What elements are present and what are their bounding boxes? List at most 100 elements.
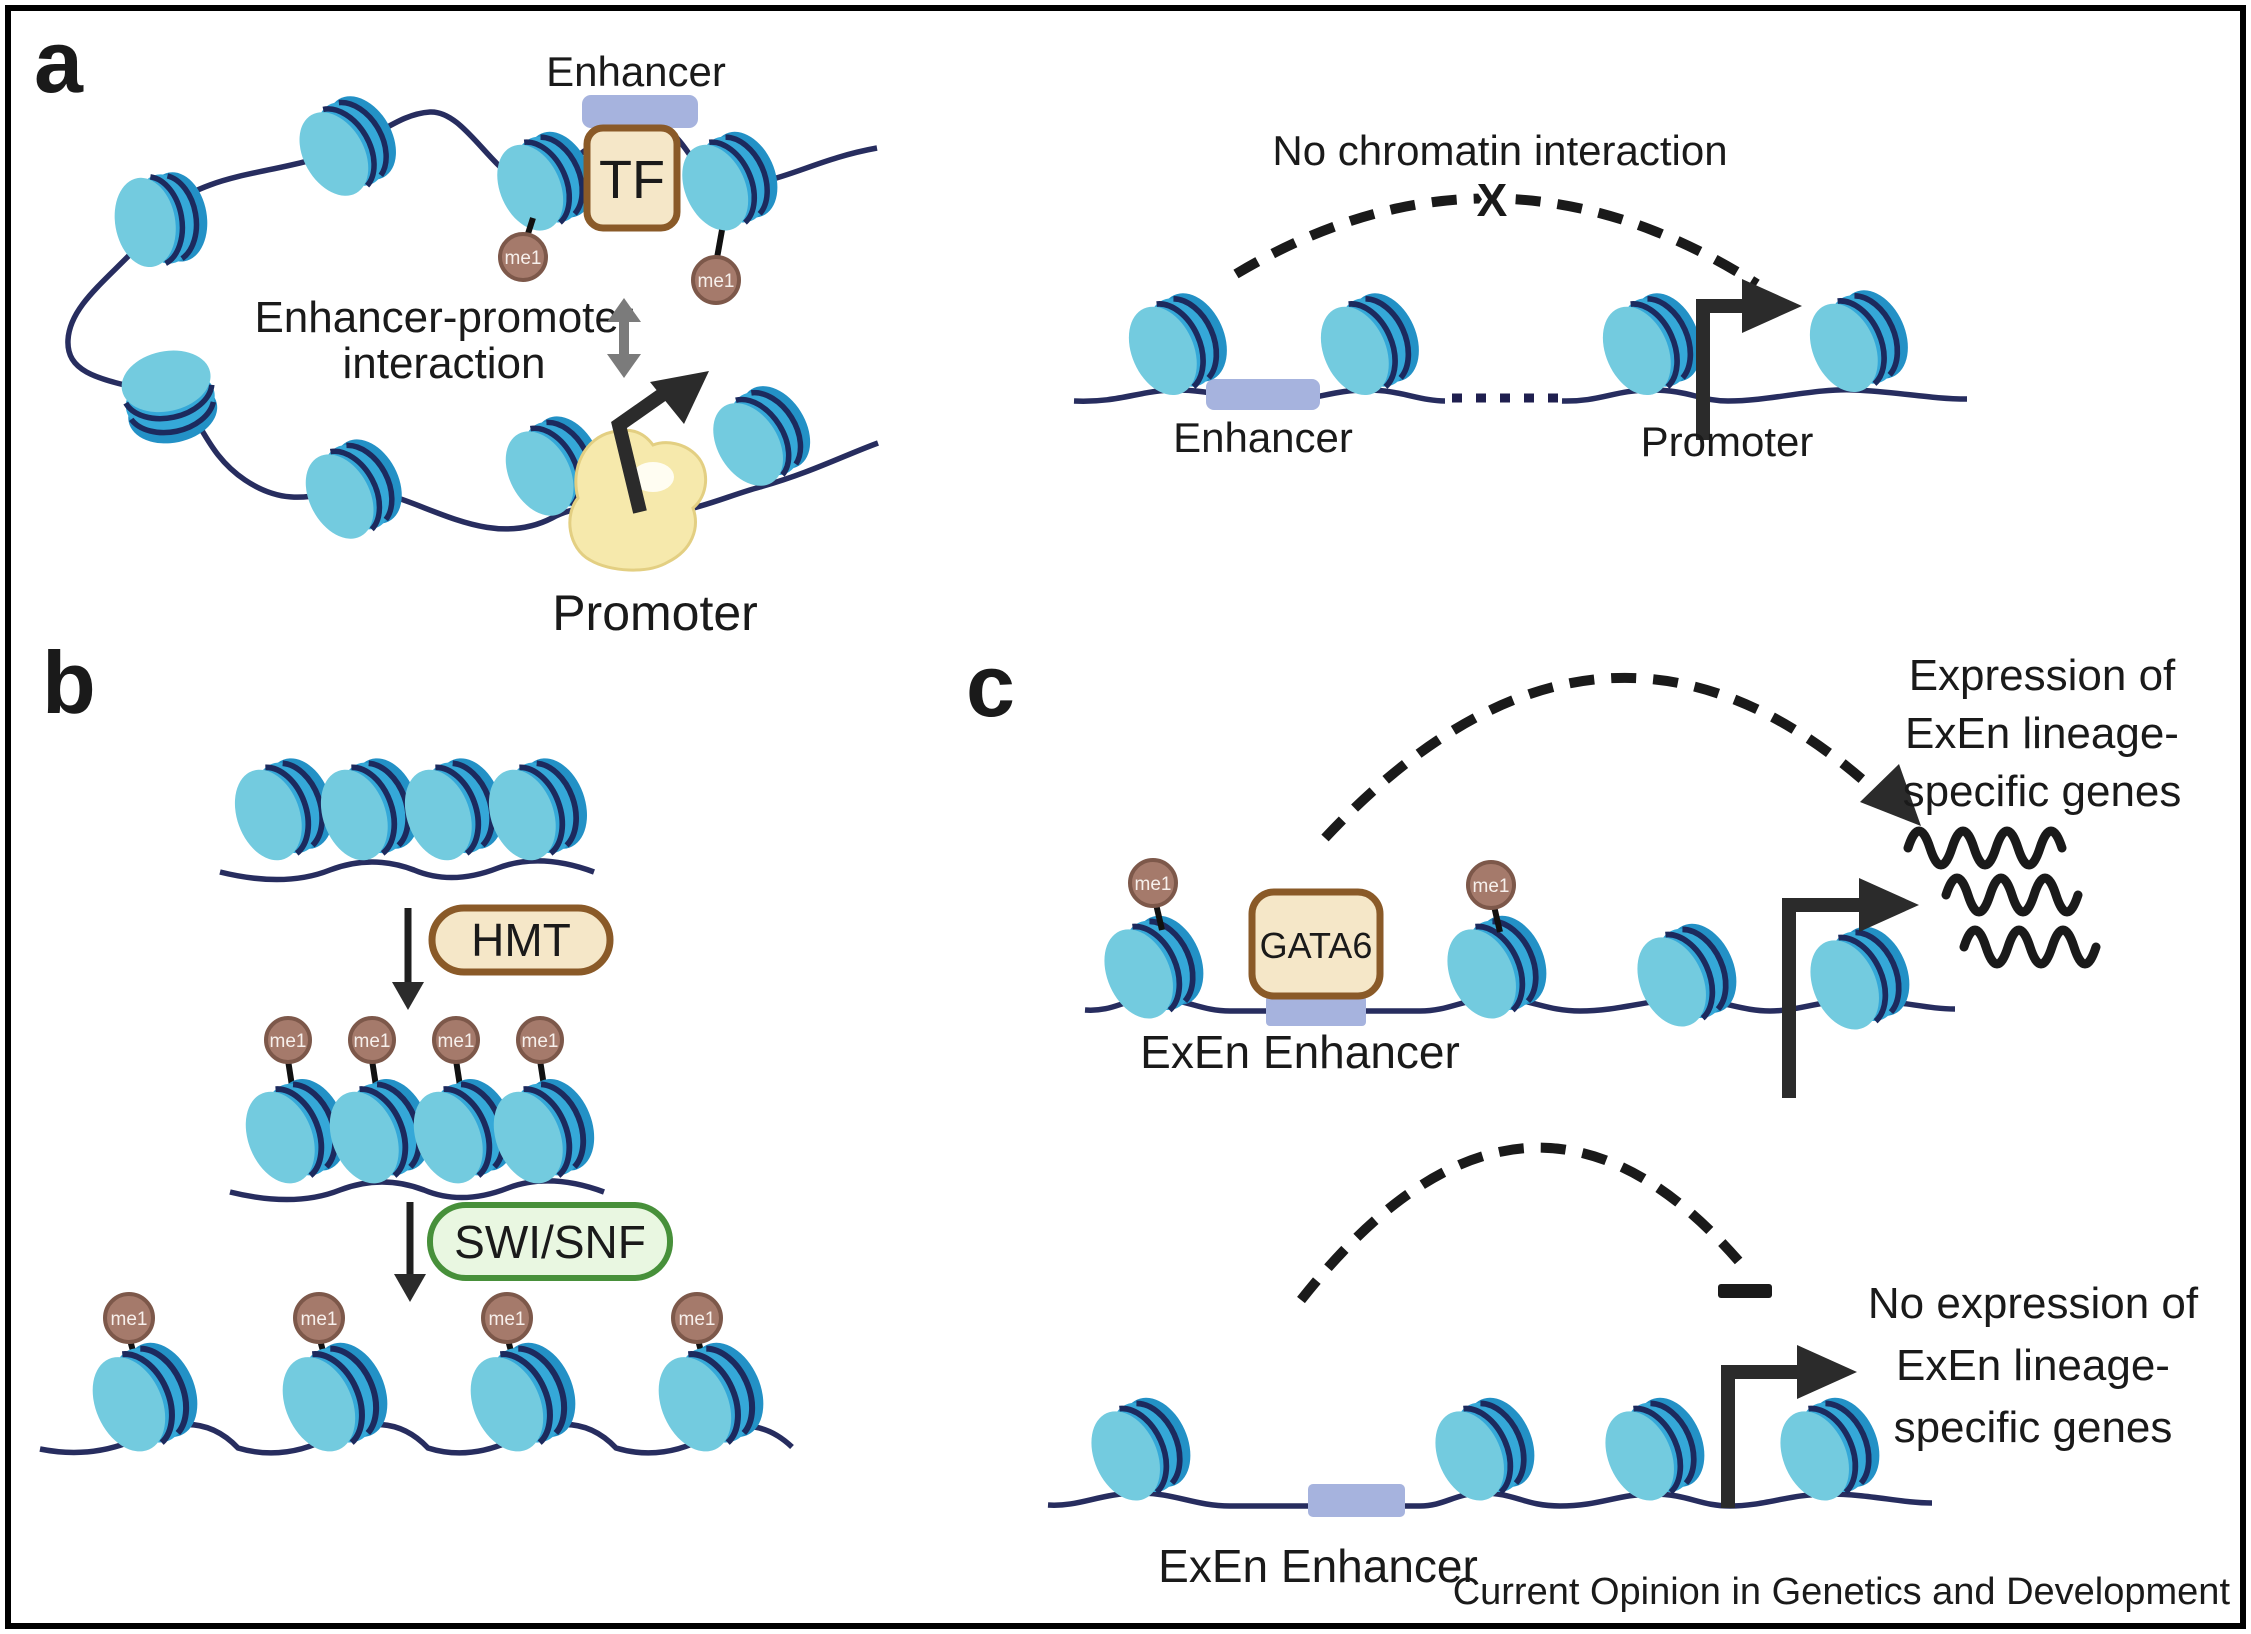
no-interaction-arc <box>1233 193 1760 289</box>
enhancer-label: Enhancer <box>546 48 726 95</box>
panel-c-top: c GATA6 me1 me1 Exp <box>966 636 2181 1098</box>
promoter-arrow <box>1782 878 1919 1098</box>
nucleosome <box>1767 1387 1892 1511</box>
promoter-label: Promoter <box>552 585 758 641</box>
panel-c-bottom: No expression of ExEn lineage- specific … <box>1047 1142 2199 1592</box>
nucleosome <box>645 1331 778 1463</box>
enhancer-bar <box>582 95 698 128</box>
promoter-arrow <box>1696 279 1802 440</box>
me1-mark: me1 <box>348 1016 396 1087</box>
nucleosome <box>108 167 214 272</box>
promoter-label: Promoter <box>1641 418 1814 465</box>
me1-label: me1 <box>1135 874 1172 895</box>
nucleosome <box>457 1331 590 1463</box>
journal-caption: Current Opinion in Genetics and Developm… <box>1453 1571 2231 1613</box>
nucleosome <box>1624 913 1749 1037</box>
panel-b: b HMT me1 me1 me1 <box>39 633 794 1463</box>
inhibition-bar <box>1718 1284 1772 1298</box>
activation-arc <box>1321 672 1876 842</box>
me1-label: me1 <box>505 248 542 269</box>
me1-label: me1 <box>489 1309 526 1330</box>
expression-caption-line3: specific genes <box>1903 767 2182 816</box>
me1-mark: me1 <box>1466 860 1516 933</box>
nucleosome <box>477 749 599 870</box>
blocked-arc <box>1297 1142 1752 1304</box>
nucleosome <box>1797 280 1921 403</box>
me1-label: me1 <box>438 1031 475 1052</box>
nucleosome <box>285 84 410 208</box>
rna-transcripts-icon <box>1903 826 2101 969</box>
nucleosome <box>699 373 825 498</box>
me1-label: me1 <box>270 1031 307 1052</box>
expression-caption-line2: ExEn lineage- <box>1905 709 2179 758</box>
nucleosome <box>481 1069 607 1194</box>
nucleosome <box>1308 283 1432 406</box>
hmt-pill <box>428 904 614 976</box>
me1-label: me1 <box>698 271 735 292</box>
me1-label: me1 <box>301 1309 338 1330</box>
panel-a-letter: a <box>34 12 84 111</box>
nucleosome <box>79 1331 212 1463</box>
nucleosome <box>1592 1387 1717 1511</box>
panel-a-loop: a TF Enhancer me1 me1 Enhancer-promoter … <box>34 12 879 641</box>
gata6-box <box>1248 888 1384 1000</box>
panel-a-linear: No chromatin interaction X Enhancer Prom… <box>1073 127 1968 465</box>
swisnf-pill <box>427 1202 673 1281</box>
exen-enhancer-label: ExEn Enhancer <box>1158 1540 1478 1592</box>
no-expression-caption-line2: ExEn lineage- <box>1896 1341 2170 1390</box>
me1-label: me1 <box>111 1309 148 1330</box>
no-expression-caption-line1: No expression of <box>1868 1279 2199 1328</box>
x-mark: X <box>1477 174 1508 226</box>
promoter-arrow <box>611 371 709 514</box>
nucleosome <box>292 428 415 551</box>
me1-mark: me1 <box>691 229 741 305</box>
nucleosome <box>670 121 791 241</box>
no-expression-caption-line3: specific genes <box>1894 1403 2173 1452</box>
polymerase-channel <box>632 462 674 492</box>
swisnf-label: SWI/SNF <box>454 1216 646 1268</box>
exen-enhancer-bar <box>1266 996 1366 1026</box>
nucleosome <box>1422 1387 1547 1511</box>
panel-c-letter: c <box>966 636 1015 735</box>
promoter-arrow <box>1721 1345 1857 1508</box>
exen-enhancer-bar-empty <box>1308 1484 1405 1517</box>
dna-strand <box>1047 1490 1933 1509</box>
figure-border <box>5 5 2246 1629</box>
hmt-label: HMT <box>471 914 571 966</box>
me1-mark: me1 <box>432 1016 480 1087</box>
me1-label: me1 <box>679 1309 716 1330</box>
expression-caption-line1: Expression of <box>1909 651 2176 700</box>
nucleosome <box>1797 916 1922 1040</box>
nucleosome <box>1590 283 1714 406</box>
dna-strand <box>219 858 595 883</box>
no-chromatin-interaction-title: No chromatin interaction <box>1272 127 1727 174</box>
activation-arc-head <box>1860 764 1921 826</box>
me1-label: me1 <box>354 1031 391 1052</box>
double-arrow-icon <box>607 298 641 378</box>
exen-enhancer-label: ExEn Enhancer <box>1140 1026 1460 1078</box>
dna-strand <box>1561 387 1968 404</box>
me1-mark: me1 <box>1128 858 1178 931</box>
me1-mark: me1 <box>103 1292 155 1367</box>
nucleosome <box>269 1331 402 1463</box>
panel-b-letter: b <box>42 633 96 732</box>
me1-label: me1 <box>522 1031 559 1052</box>
dna-strand <box>229 1178 605 1203</box>
interaction-caption-line1: Enhancer-promoter <box>254 293 633 342</box>
me1-mark: me1 <box>498 217 548 282</box>
tf-label: TF <box>599 150 665 210</box>
me1-mark: me1 <box>516 1016 564 1087</box>
nucleosome <box>1091 905 1216 1029</box>
me1-label: me1 <box>1473 876 1510 897</box>
interaction-caption-line2: interaction <box>342 339 545 388</box>
enhancer-bar <box>1206 379 1320 410</box>
gata6-label: GATA6 <box>1260 925 1373 966</box>
me1-mark: me1 <box>481 1292 533 1367</box>
me1-mark: me1 <box>264 1016 312 1087</box>
tf-box <box>583 124 681 232</box>
swisnf-step-arrow <box>394 1202 426 1302</box>
enhancer-label: Enhancer <box>1173 414 1353 461</box>
me1-mark: me1 <box>293 1292 345 1367</box>
